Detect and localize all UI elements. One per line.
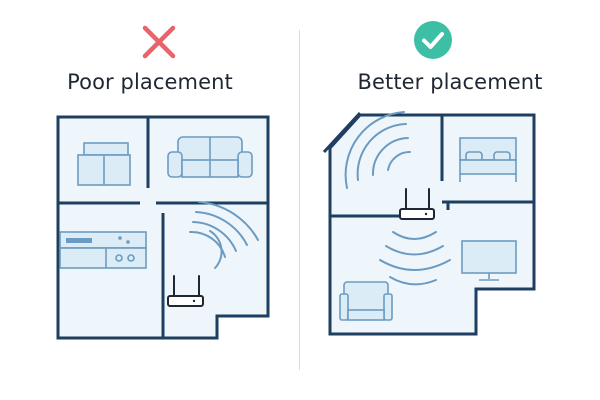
better-router-icon (399, 188, 435, 220)
poor-floor-plan (56, 115, 270, 340)
tv-icon (461, 240, 517, 281)
check-circle-icon (414, 21, 452, 59)
better-placement-title: Better placement (357, 70, 543, 94)
better-floor-plan (322, 111, 536, 336)
better-walls (322, 111, 536, 336)
poor-placement-panel: Poor placement (56, 25, 270, 340)
dresser-icon (77, 142, 131, 186)
kitchen-counter-icon (59, 231, 147, 269)
bed-icon (459, 137, 517, 182)
armchair-icon (339, 281, 393, 321)
poor-placement-title: Poor placement (67, 70, 233, 94)
sofa-icon (167, 136, 253, 178)
poor-wifi-signal-icon (189, 201, 259, 269)
panel-divider (299, 30, 300, 370)
cross-icon (142, 25, 176, 59)
better-placement-panel: Better placement (300, 0, 600, 400)
poor-router-icon (167, 275, 204, 307)
better-wifi-signal-icon (344, 111, 451, 286)
poor-walls (56, 115, 270, 340)
